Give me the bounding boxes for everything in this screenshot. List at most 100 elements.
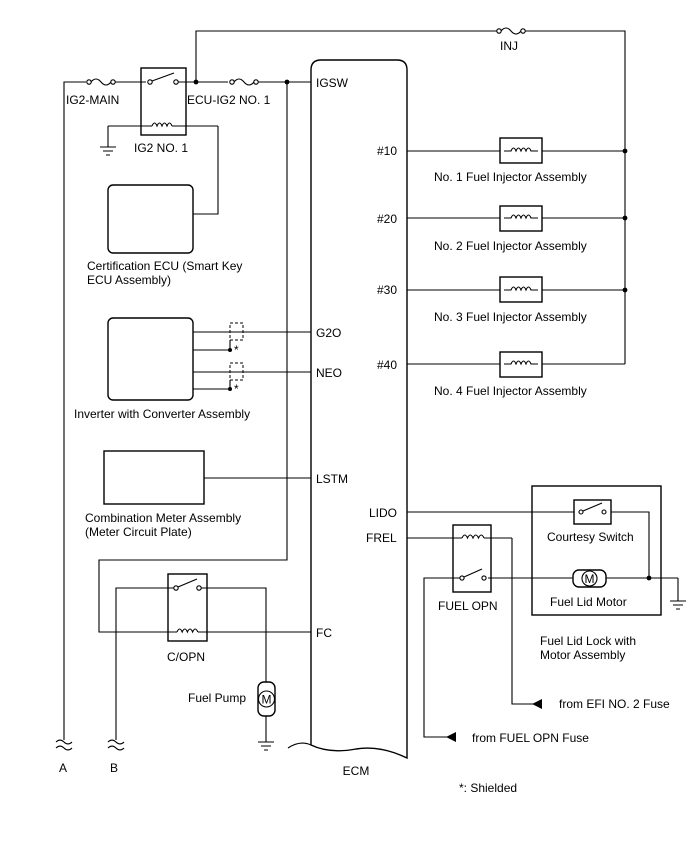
- ecm-outline: [310, 59, 408, 760]
- c-opn-relay-box: [167, 573, 208, 642]
- c-opn-relay-label: C/OPN: [167, 650, 205, 664]
- ecm-label: ECM: [343, 764, 370, 778]
- injector-3-label: No. 3 Fuel Injector Assembly: [434, 310, 587, 324]
- ecu-ig2-no1-fuse-label: ECU-IG2 NO. 1: [187, 93, 271, 107]
- wire-to-inj-fuse: [195, 30, 497, 82]
- shield-g2o: [229, 322, 244, 341]
- fuel-lid-lock-label-line2: Motor Assembly: [540, 648, 625, 662]
- connector-break-icon: [55, 739, 73, 751]
- c-opn-switch-icon: [173, 578, 202, 591]
- inj-fuse-icon: [496, 27, 526, 35]
- ig2-power-circuit: IG2-MAIN IG2 NO. 1 ECU-IG2 NO. 1: [63, 27, 626, 740]
- arrow-left-icon: [446, 732, 456, 742]
- wire-a-ig2-main: [63, 81, 86, 740]
- connector-b: B: [107, 739, 125, 775]
- combination-meter-label-line2: (Meter Circuit Plate): [85, 525, 192, 539]
- ecu-ig2-no1-fuse-icon: [229, 78, 259, 86]
- coil-icon: [504, 286, 538, 292]
- efi-no2-source-label: from EFI NO. 2 Fuse: [559, 697, 670, 711]
- connector-break-icon: [107, 739, 125, 751]
- coil-icon: [504, 214, 538, 220]
- motor-symbol: M: [262, 693, 272, 707]
- certification-ecu-box: [107, 184, 194, 254]
- c-opn-relay: C/OPN: [115, 573, 311, 740]
- shield-mark: *: [234, 382, 239, 396]
- combination-meter: Combination Meter Assembly (Meter Circui…: [85, 450, 311, 539]
- pin-30: #30: [377, 283, 397, 297]
- wire-injector-bus: [525, 30, 626, 364]
- injector-2-label: No. 2 Fuel Injector Assembly: [434, 239, 587, 253]
- fuel-lid-motor-label: Fuel Lid Motor: [550, 595, 627, 609]
- wire-from-fuel-opn-fuse: [423, 577, 460, 738]
- inverter-box: [107, 317, 194, 401]
- pin-20: #20: [377, 212, 397, 226]
- junction-dot: [646, 575, 652, 581]
- fuel-opn-relay-label: FUEL OPN: [438, 599, 498, 613]
- pin-fc: FC: [316, 626, 332, 640]
- motor-symbol: M: [585, 572, 595, 586]
- connector-b-label: B: [110, 761, 118, 775]
- inj-fuse-label: INJ: [500, 39, 518, 53]
- injector-2-box: [499, 205, 543, 232]
- wire-b: [115, 587, 174, 740]
- fuel-lid-lock-label-line1: Fuel Lid Lock with: [540, 634, 636, 648]
- junction-dot: [622, 215, 628, 221]
- ig2-main-fuse-label: IG2-MAIN: [66, 93, 119, 107]
- ig2-no1-relay-box: [140, 67, 187, 136]
- wire-courtesy-to-ground: [611, 511, 650, 578]
- junction-dot: [622, 148, 628, 154]
- fuel-lid-lock-assembly: Courtesy Switch M Fuel Lid Motor Fuel Li…: [407, 485, 686, 662]
- pin-lstm: LSTM: [316, 472, 348, 486]
- wire-to-fuel-pump: [201, 587, 267, 682]
- fuel-pump-label: Fuel Pump: [188, 691, 246, 705]
- ground-icon: [100, 126, 116, 156]
- fuel-injectors: No. 1 Fuel Injector Assembly No. 2 Fuel …: [407, 137, 628, 398]
- wire-from-efi-no2: [511, 538, 541, 705]
- pin-igsw: IGSW: [316, 76, 349, 90]
- fuel-opn-relay: FUEL OPN from EFI NO. 2 Fuse from FUEL O…: [407, 524, 670, 745]
- ig2-no1-relay-label: IG2 NO. 1: [134, 141, 188, 155]
- fuel-opn-coil-icon: [459, 534, 512, 540]
- wire-neo-shield-drain: [193, 380, 231, 390]
- injector-3-box: [499, 276, 543, 303]
- connector-a-label: A: [59, 761, 67, 775]
- injector-1-box: [499, 137, 543, 164]
- inverter-label: Inverter with Converter Assembly: [74, 407, 250, 421]
- connector-a: A: [55, 739, 73, 775]
- pin-g2o: G2O: [316, 326, 341, 340]
- shield-ground-dot: [228, 348, 232, 352]
- ground-icon: [670, 578, 686, 610]
- junction-dot: [622, 287, 628, 293]
- wire-to-c-opn-coil: [98, 82, 288, 633]
- arrow-left-icon: [532, 699, 542, 709]
- ecm-block: ECM: [287, 59, 408, 778]
- ig2-no1-coil-icon: [108, 122, 218, 128]
- fuel-lid-lock-box: [531, 485, 662, 616]
- pin-10: #10: [377, 144, 397, 158]
- pin-40: #40: [377, 358, 397, 372]
- fuel-opn-fuse-source-label: from FUEL OPN Fuse: [472, 731, 589, 745]
- courtesy-switch-icon: [578, 502, 607, 515]
- fuel-pump-motor-circle: [257, 690, 276, 708]
- pin-lido: LIDO: [369, 506, 397, 520]
- pin-frel: FREL: [366, 531, 397, 545]
- courtesy-switch-label: Courtesy Switch: [547, 530, 634, 544]
- c-opn-coil-icon: [172, 628, 311, 634]
- shield-ground-dot: [228, 387, 232, 391]
- coil-icon: [504, 147, 538, 153]
- shield-mark: *: [234, 343, 239, 357]
- ecm-break-line: [287, 742, 312, 749]
- certification-ecu-label-line1: Certification ECU (Smart Key: [87, 259, 242, 273]
- injector-1-label: No. 1 Fuel Injector Assembly: [434, 170, 587, 184]
- certification-ecu-label-line2: ECU Assembly): [87, 273, 171, 287]
- ig2-no1-switch-icon: [147, 72, 179, 85]
- certification-ecu: Certification ECU (Smart Key ECU Assembl…: [87, 184, 242, 287]
- fuel-opn-switch-icon: [459, 568, 487, 581]
- wire-g2o-shield-drain: [193, 340, 231, 351]
- coil-icon: [504, 360, 538, 366]
- pin-neo: NEO: [316, 366, 342, 380]
- wire-coil-to-cert-ecu: [193, 126, 219, 215]
- injector-4-box: [499, 351, 543, 378]
- fuel-lid-motor-circle: [581, 570, 598, 587]
